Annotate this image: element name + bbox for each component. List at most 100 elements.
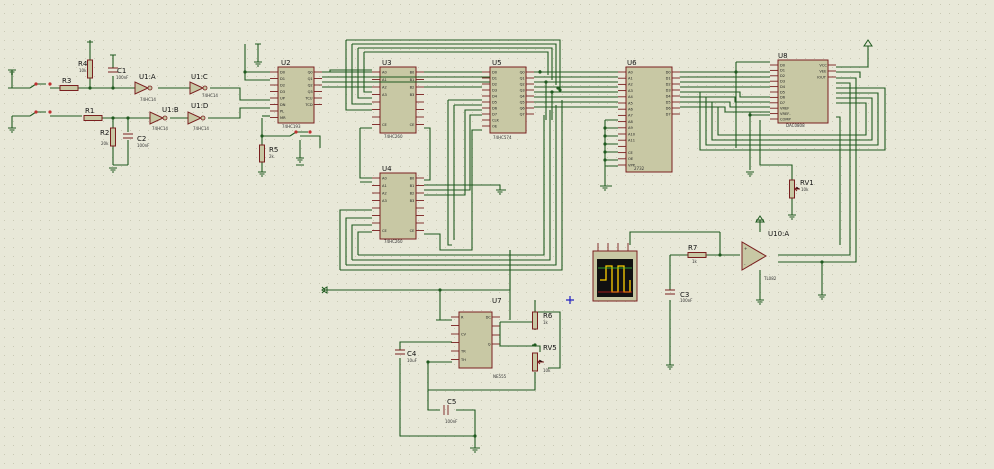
chip-pins: D0D1D2D3UPDNPLMRQ0Q1Q2Q3TCUTCDA0A1A2A3CE… — [270, 63, 836, 362]
pin-label: D4 — [492, 94, 498, 98]
pin-label: TR — [460, 349, 466, 353]
pin-label: DN — [280, 103, 286, 107]
pin-label: B2 — [410, 191, 415, 195]
svg-text:1k: 1k — [543, 320, 549, 325]
svg-text:100nF: 100nF — [680, 298, 693, 303]
svg-text:U1:D: U1:D — [191, 102, 208, 110]
pin-label: TH — [460, 358, 466, 362]
svg-text:74HC14: 74HC14 — [152, 126, 168, 131]
pin-label: D7 — [780, 101, 785, 105]
pin-label: D6 — [492, 106, 498, 110]
potentiometer-rv1[interactable]: RV1 10k — [789, 179, 814, 199]
svg-text:U1:B: U1:B — [162, 106, 179, 114]
svg-text:U8: U8 — [778, 52, 788, 60]
pin-label: D0 — [280, 70, 286, 74]
pin-label: A7 — [628, 114, 633, 118]
chip-u6[interactable]: U6 2732 — [625, 59, 673, 173]
resistor-r7: R7 1k — [687, 244, 707, 264]
pin-label: VCC — [819, 63, 827, 67]
pin-label: COMP — [780, 117, 791, 121]
svg-text:U2: U2 — [281, 59, 291, 67]
svg-text:C4: C4 — [407, 350, 417, 358]
svg-text:U10:A: U10:A — [768, 230, 789, 238]
resistor-r4: R4 10k — [78, 59, 93, 79]
switch-3[interactable] — [289, 130, 312, 137]
pin-label: VREF- — [780, 112, 791, 116]
chip-u4[interactable]: U4 74HC260 — [379, 165, 417, 244]
svg-text:2k: 2k — [269, 154, 275, 159]
svg-text:74HC193: 74HC193 — [282, 124, 301, 129]
junction-dots — [88, 70, 824, 438]
pin-label: CE — [410, 229, 416, 233]
pin-label: B0 — [410, 176, 415, 180]
svg-text:R7: R7 — [688, 244, 697, 252]
chip-u5[interactable]: U5 74HC574 — [489, 59, 527, 140]
pin-label: D3 — [492, 88, 497, 92]
switch-2[interactable] — [29, 110, 52, 117]
inverter-u1b: U1:B 74HC14 — [149, 106, 179, 131]
pin-label: A0 — [628, 70, 633, 74]
pin-label: D1 — [780, 69, 785, 73]
svg-text:R6: R6 — [543, 312, 553, 320]
pin-label: CV — [461, 332, 467, 336]
svg-text:TL082: TL082 — [763, 276, 777, 281]
chip-u2[interactable]: U2 74HC193 — [277, 59, 315, 129]
pin-label: A3 — [382, 199, 387, 203]
svg-text:U7: U7 — [492, 297, 502, 305]
svg-text:10uF: 10uF — [407, 358, 418, 363]
chip-u3[interactable]: U3 74HC260 — [379, 59, 417, 139]
pin-label: B2 — [410, 85, 415, 89]
pin-label: D3 — [666, 88, 671, 92]
pin-label: Q1 — [308, 77, 313, 81]
probe-marker-icon — [566, 296, 574, 304]
pin-label: B3 — [410, 93, 415, 97]
pin-label: Q5 — [520, 100, 525, 104]
svg-text:100nF: 100nF — [445, 419, 458, 424]
pin-label: Q0 — [520, 70, 526, 74]
switch-1[interactable] — [29, 82, 52, 89]
pin-label: Q3 — [308, 90, 313, 94]
pin-label: D5 — [780, 90, 785, 94]
pin-label: D3 — [280, 90, 285, 94]
pin-label: A4 — [628, 95, 633, 99]
svg-text:20k: 20k — [101, 141, 109, 146]
svg-text:2732: 2732 — [634, 166, 645, 171]
oscilloscope-icon[interactable] — [592, 243, 638, 302]
pin-label: D5 — [492, 100, 497, 104]
pin-label: D7 — [492, 112, 497, 116]
pin-label: A3 — [382, 93, 387, 97]
svg-text:74HC260: 74HC260 — [384, 134, 403, 139]
inverter-u1d: U1:D 74HC14 — [187, 102, 209, 131]
pin-label: A3 — [628, 89, 633, 93]
pin-label: OE — [492, 124, 498, 128]
svg-text:74HC260: 74HC260 — [384, 239, 403, 244]
chip-u7[interactable]: U7 NE555 — [458, 297, 507, 379]
svg-text:10k: 10k — [801, 187, 809, 192]
svg-text:74HC574: 74HC574 — [493, 135, 512, 140]
svg-text:74HC14: 74HC14 — [202, 93, 218, 98]
pin-label: VPP — [628, 163, 636, 167]
pin-label: A0 — [382, 176, 387, 180]
svg-text:-: - — [744, 262, 746, 267]
potentiometer-rv5[interactable]: RV5 10k — [532, 344, 557, 373]
svg-text:RV1: RV1 — [800, 179, 814, 187]
wires-555 — [321, 250, 561, 449]
pin-label: D2 — [666, 82, 671, 86]
pin-label: A11 — [628, 139, 635, 143]
pin-label: A1 — [382, 78, 387, 82]
pin-label: CLK — [492, 118, 500, 122]
pin-label: CE — [410, 123, 416, 127]
pin-label: D1 — [280, 77, 285, 81]
pin-label: A2 — [382, 191, 387, 195]
pin-label: CE — [628, 151, 634, 155]
chip-u8[interactable]: U8 DAC0808 — [777, 52, 829, 128]
capacitor-c1: C1 100nF — [108, 67, 129, 80]
pin-label: A6 — [628, 108, 633, 112]
svg-text:DAC0808: DAC0808 — [786, 123, 805, 128]
ground-icon — [8, 61, 826, 453]
pin-label: D0 — [780, 63, 786, 67]
pin-label: D7 — [666, 112, 671, 116]
svg-text:1k: 1k — [692, 259, 698, 264]
pin-label: B3 — [410, 199, 415, 203]
